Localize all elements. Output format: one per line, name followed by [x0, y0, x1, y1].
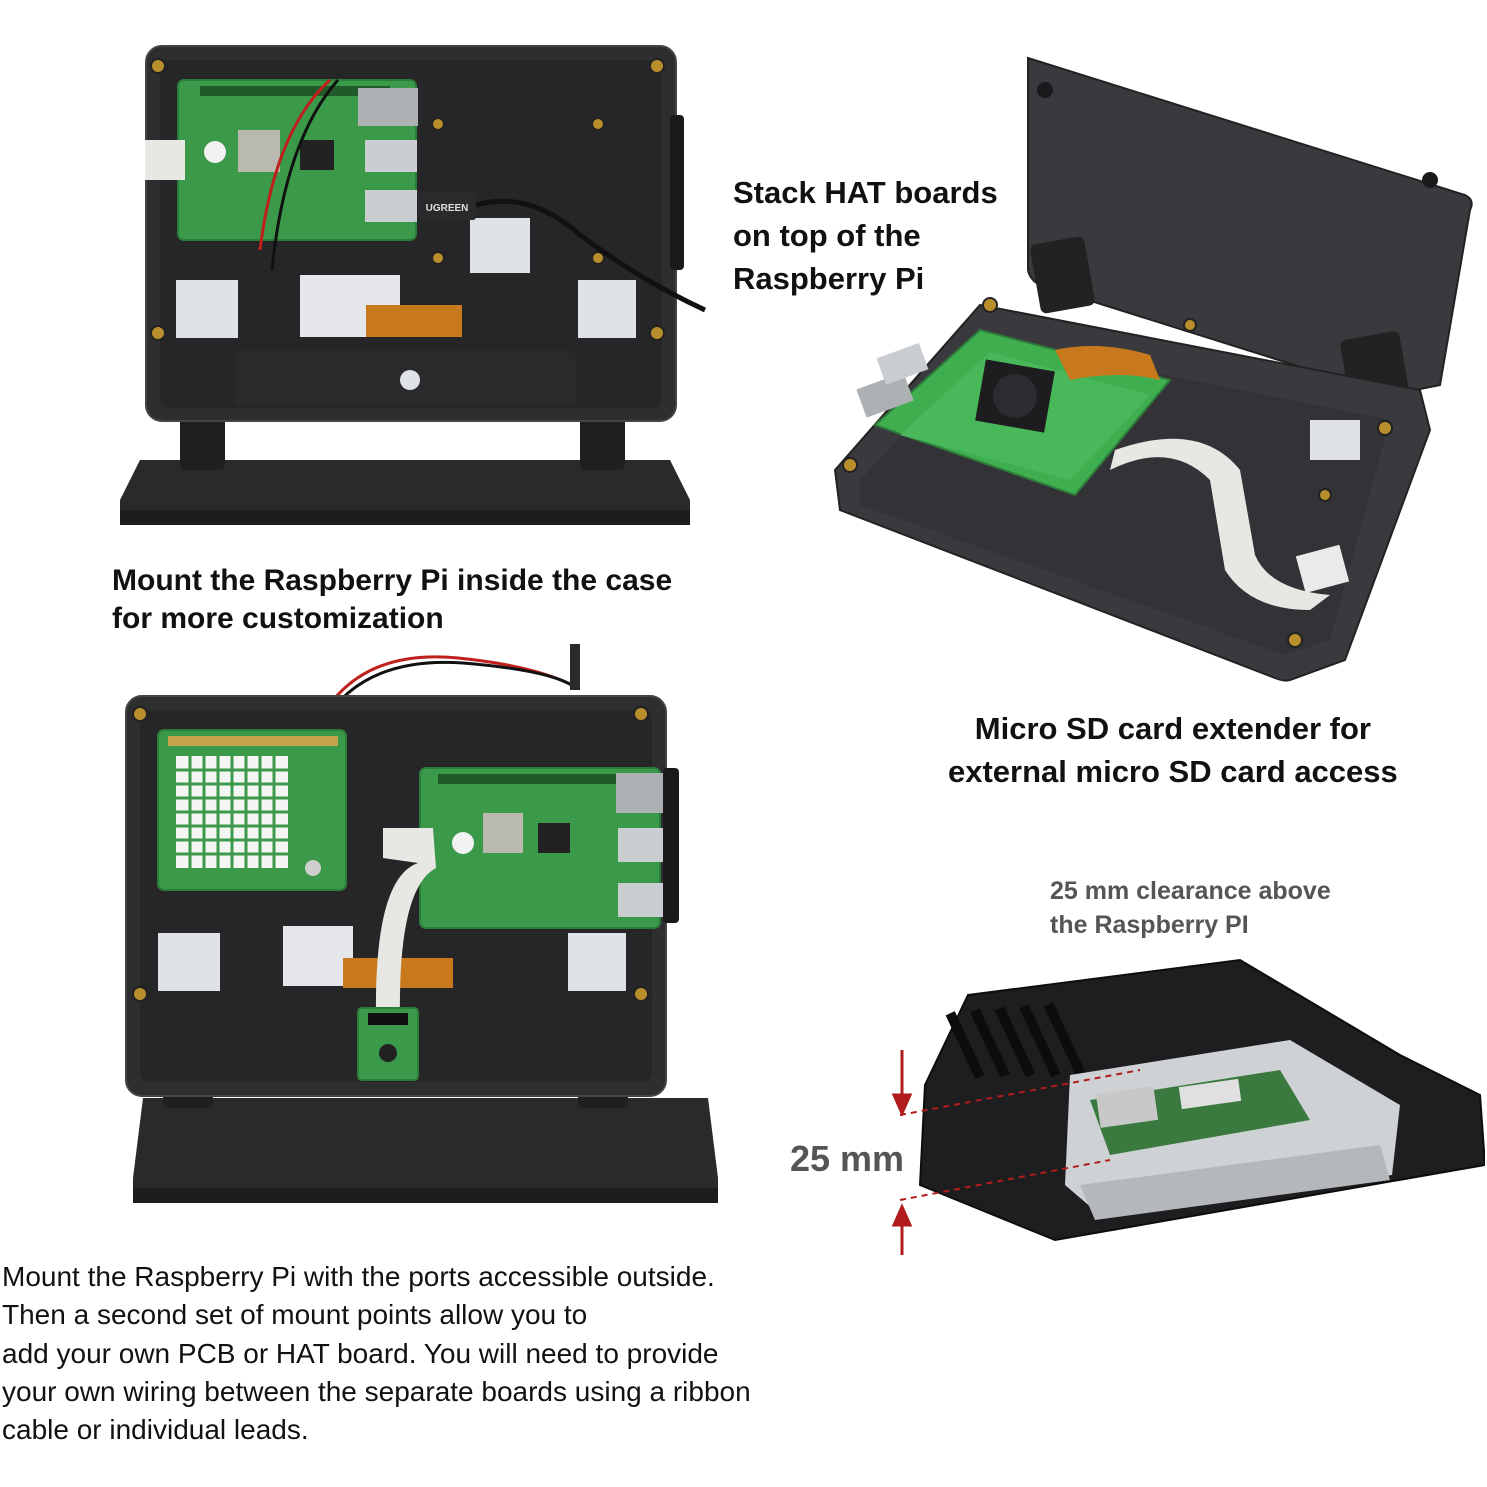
- screws: [150, 58, 665, 341]
- ribbon-cable: [375, 828, 436, 1018]
- caption-line: external micro SD card access: [948, 753, 1398, 789]
- stand-base: [133, 1098, 718, 1203]
- caption-microsd: Micro SD card extender for external micr…: [948, 708, 1398, 794]
- caption-line: 25 mm clearance above: [1050, 877, 1331, 905]
- dimension-arrows: [891, 1050, 913, 1255]
- caption-line: Stack HAT boards: [733, 175, 998, 210]
- caption-line: Mount the Raspberry Pi with the ports ac…: [2, 1261, 715, 1292]
- flex-cable: [366, 305, 462, 337]
- caption-line: for more customization: [112, 602, 444, 636]
- caption-line: Then a second set of mount points allow …: [2, 1299, 588, 1331]
- stand-base: [120, 460, 690, 525]
- flex-cable: [1055, 346, 1160, 380]
- caption-line: on top of the: [733, 217, 921, 253]
- pi-pcb-render: [1090, 1070, 1310, 1155]
- photo-case-pi-inside: UGREEN: [120, 45, 707, 525]
- caption-clearance: 25 mm clearance above the Raspberry PI: [1050, 875, 1331, 943]
- caption-bottom: Mount the Raspberry Pi with the ports ac…: [2, 1258, 751, 1450]
- clearance-line-top: [899, 1069, 1141, 1116]
- caption-mount-inside: Mount the Raspberry Pi inside the case f…: [112, 562, 672, 639]
- ugreen-label: UGREEN: [426, 203, 469, 214]
- photo-case-pi-outside: [125, 644, 718, 1203]
- caption-line: Micro SD card extender for: [974, 711, 1371, 746]
- usb-cable: [475, 198, 707, 313]
- caption-line: cable or individual leads.: [2, 1414, 309, 1446]
- caption-line: the Raspberry PI: [1050, 910, 1249, 939]
- render-case-clearance: [891, 958, 1485, 1255]
- sd-extender: [1295, 544, 1350, 594]
- ribbon-cable: [1110, 438, 1330, 610]
- dimension-label: 25 mm: [790, 1138, 905, 1179]
- photo-case-open-hat: [833, 56, 1473, 682]
- caption-stack-hat: Stack HAT boards on top of the Raspberry…: [733, 172, 998, 300]
- caption-line: Mount the Raspberry Pi inside the case: [112, 564, 673, 597]
- caption-line: your own wiring between the separate boa…: [2, 1376, 751, 1408]
- clearance-line-bottom: [899, 1159, 1111, 1201]
- ugreen-adapter: [418, 192, 476, 220]
- red-wire: [258, 78, 332, 251]
- caption-line: add your own PCB or HAT board. You will …: [2, 1337, 719, 1369]
- caption-line: Raspberry Pi: [733, 260, 925, 296]
